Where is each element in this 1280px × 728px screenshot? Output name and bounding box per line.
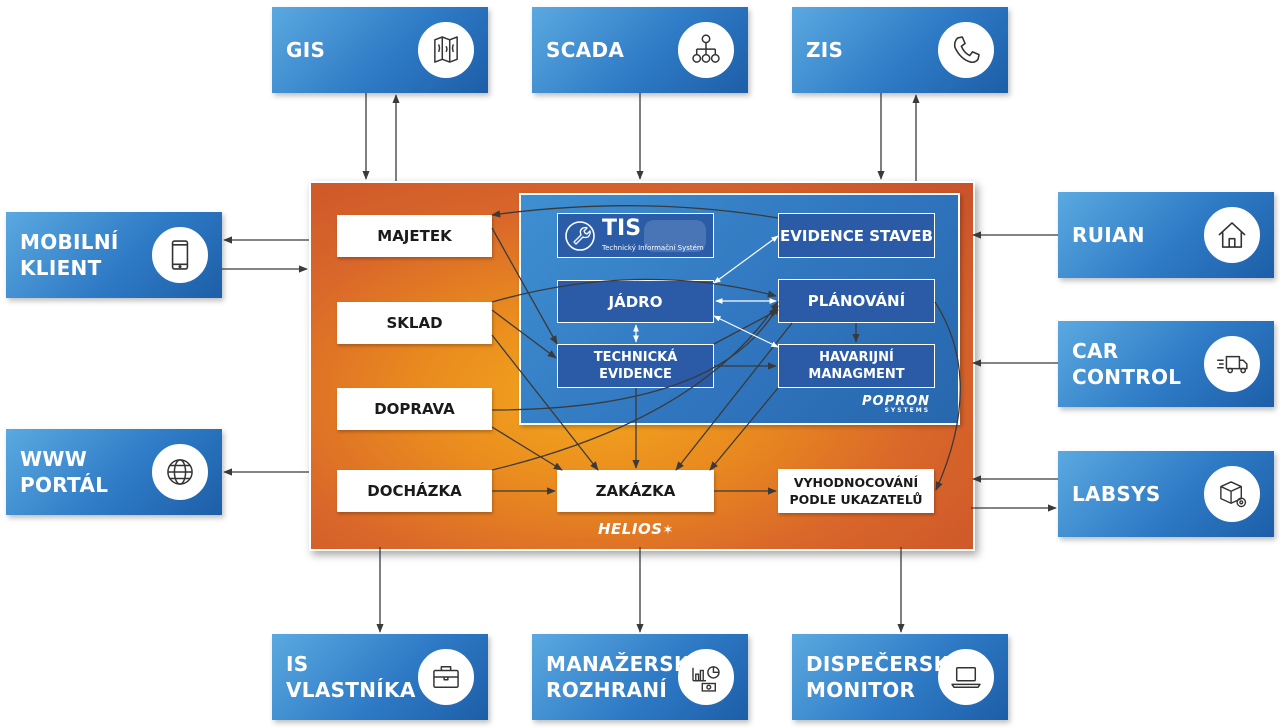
mobilni-klient-box: MOBILNÍ KLIENT: [6, 212, 222, 298]
zis-box: ZIS: [792, 7, 1008, 93]
helios-logo-text: HELIOS: [598, 520, 663, 538]
scada-label: SCADA: [546, 38, 625, 62]
car-control-label: CAR CONTROL: [1072, 339, 1182, 389]
evidence-staveb-module: EVIDENCE STAVEB: [778, 213, 935, 258]
truck-icon: [1204, 336, 1260, 392]
map-icon: [418, 22, 474, 78]
labsys-box: LABSYS: [1058, 451, 1274, 537]
cube-gear-icon: [1204, 466, 1260, 522]
manazerske-rozhrani-label: MANAŽERSKÉ ROZHRANÍ: [546, 652, 704, 702]
gis-box: GIS: [272, 7, 488, 93]
gis-label: GIS: [286, 38, 326, 62]
scada-box: SCADA: [532, 7, 748, 93]
technicka-evidence-module: TECHNICKÁ EVIDENCE: [557, 344, 714, 388]
globe-icon: [152, 444, 208, 500]
popron-logo-sub: SYSTEMS: [884, 407, 931, 414]
is-vlastnika-label: IS VLASTNÍKA: [286, 652, 416, 702]
technicka-evidence-line-1: TECHNICKÁ: [593, 350, 678, 365]
manazerske-rozhrani-box: MANAŽERSKÉ ROZHRANÍ: [532, 634, 748, 720]
hierarchy-icon: [678, 22, 734, 78]
vyhodnocovani-line-2: PODLE UKAZATELŮ: [789, 492, 923, 507]
dochazka-module: DOCHÁZKA: [337, 470, 492, 512]
jadro-module: JÁDRO: [557, 280, 714, 323]
www-portal-box: WWW PORTÁL: [6, 429, 222, 515]
vyhodnocovani-line-1: VYHODNOCOVÁNÍ: [793, 475, 919, 490]
havarijni-managment-line-1: HAVARIJNÍ: [819, 350, 894, 365]
wrench-icon: [565, 221, 595, 251]
smartphone-icon: [152, 227, 208, 283]
charts-icon: [678, 649, 734, 705]
ruian-label: RUIAN: [1072, 223, 1145, 247]
labsys-label: LABSYS: [1072, 482, 1161, 506]
helios-star-icon: ✶: [662, 523, 674, 538]
majetek-module: MAJETEK: [337, 215, 492, 257]
zakazka-module: ZAKÁZKA: [557, 470, 714, 512]
car-control-box: CAR CONTROL: [1058, 321, 1274, 407]
havarijni-managment-line-2: MANAGMENT: [808, 367, 905, 382]
is-vlastnika-box: IS VLASTNÍKA: [272, 634, 488, 720]
dispecersky-monitor-box: DISPEČERSKÝ MONITOR: [792, 634, 1008, 720]
tis-logo: TIS Technický Informační Systém: [557, 213, 714, 258]
technicka-evidence-line-2: EVIDENCE: [599, 367, 672, 382]
house-icon: [1204, 207, 1260, 263]
zis-label: ZIS: [806, 38, 844, 62]
planovani-module: PLÁNOVÁNÍ: [778, 279, 935, 323]
popron-logo: POPRON SYSTEMS: [862, 394, 930, 414]
ruian-box: RUIAN: [1058, 192, 1274, 278]
doprava-module: DOPRAVA: [337, 388, 492, 430]
tis-subtitle: Technický Informační Systém: [602, 244, 704, 252]
vyhodnocovani-module: VYHODNOCOVÁNÍ PODLE UKAZATELŮ: [778, 469, 934, 513]
helios-logo: HELIOS✶: [598, 520, 674, 538]
tis-logo-pill: [644, 220, 706, 252]
laptop-icon: [938, 649, 994, 705]
www-portal-label: WWW PORTÁL: [20, 447, 109, 497]
phone-icon: [938, 22, 994, 78]
popron-logo-text: POPRON: [862, 394, 931, 409]
havarijni-managment-module: HAVARIJNÍ MANAGMENT: [778, 344, 935, 388]
dispecersky-monitor-label: DISPEČERSKÝ MONITOR: [806, 652, 965, 702]
mobilni-klient-label: MOBILNÍ KLIENT: [20, 230, 119, 280]
tis-title: TIS: [602, 216, 642, 241]
briefcase-icon: [418, 649, 474, 705]
sklad-module: SKLAD: [337, 302, 492, 344]
